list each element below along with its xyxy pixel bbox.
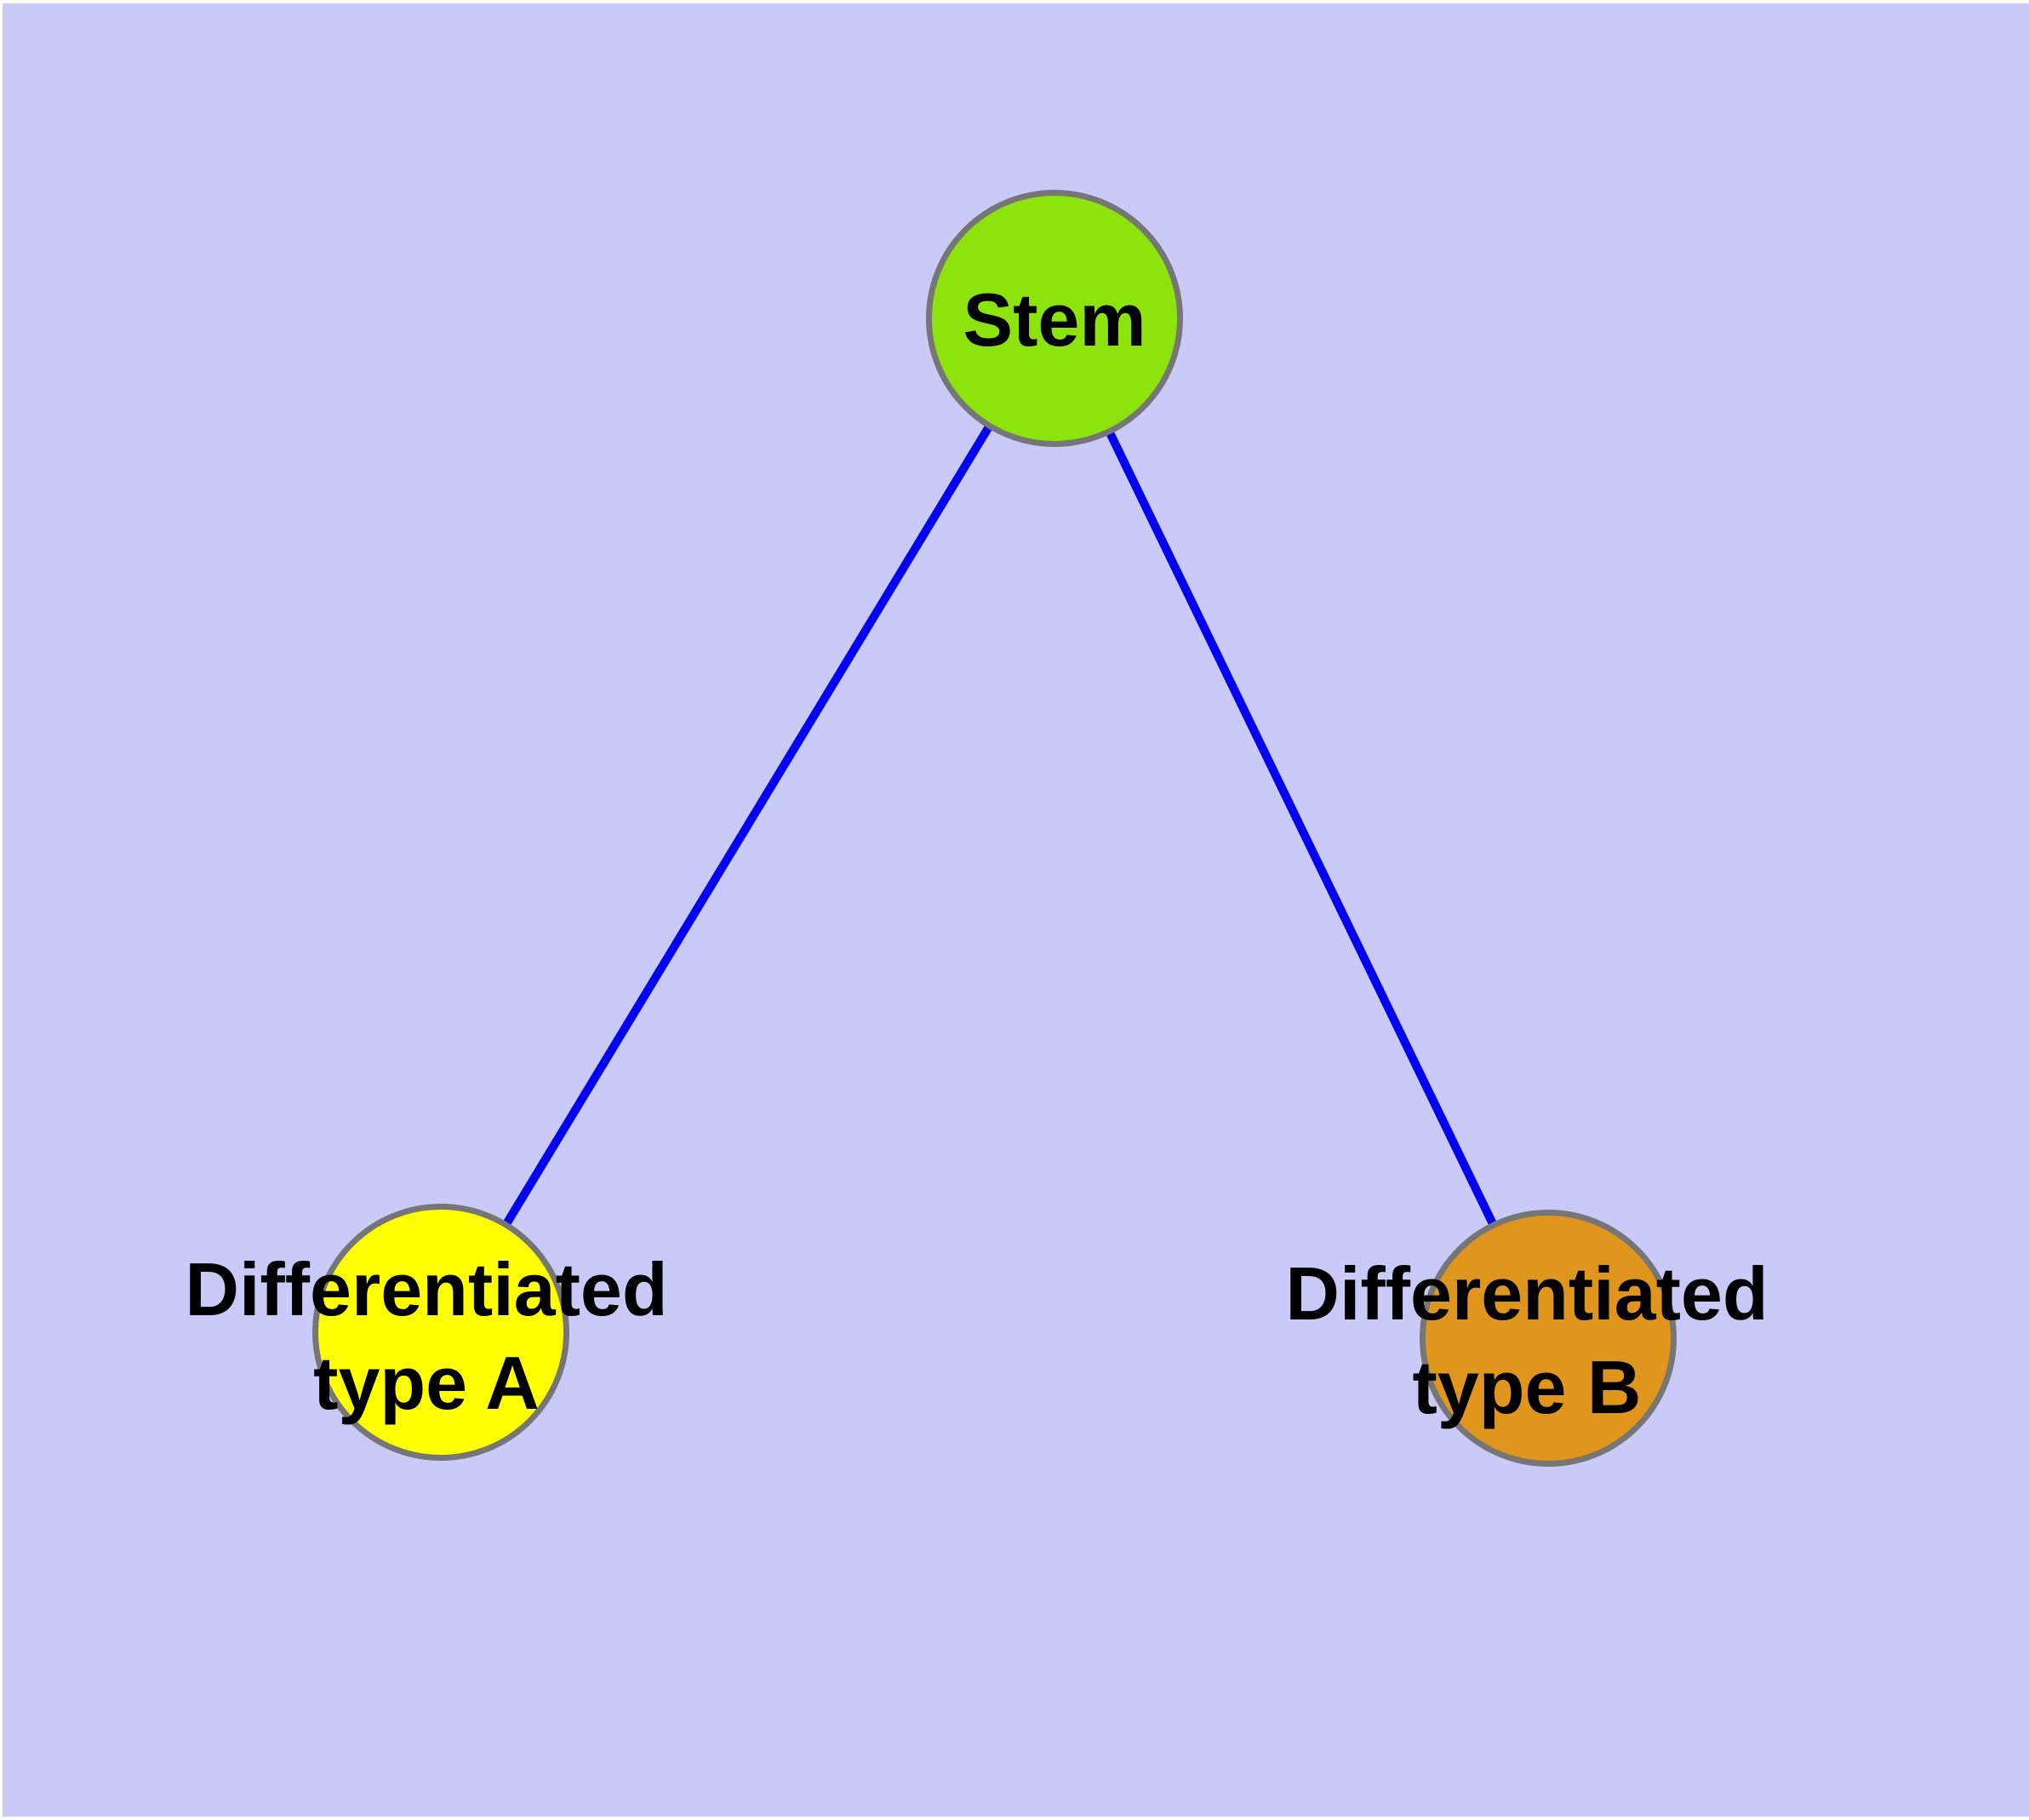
edge-stem-to-type-b (1050, 316, 1552, 1341)
edge-stem-to-type-a (437, 316, 1059, 1335)
node-stem[interactable] (926, 190, 1183, 447)
node-type-b-label: Differentiated type B (1285, 1251, 1769, 1429)
node-stem-label: Stem (963, 278, 1146, 362)
node-differentiated-type-a[interactable] (312, 1204, 569, 1461)
node-type-a-label: Differentiated type A (185, 1247, 668, 1425)
node-differentiated-type-b[interactable] (1420, 1210, 1677, 1467)
diagram-background: Stem Differentiated type A Differentiate… (3, 3, 2029, 1817)
